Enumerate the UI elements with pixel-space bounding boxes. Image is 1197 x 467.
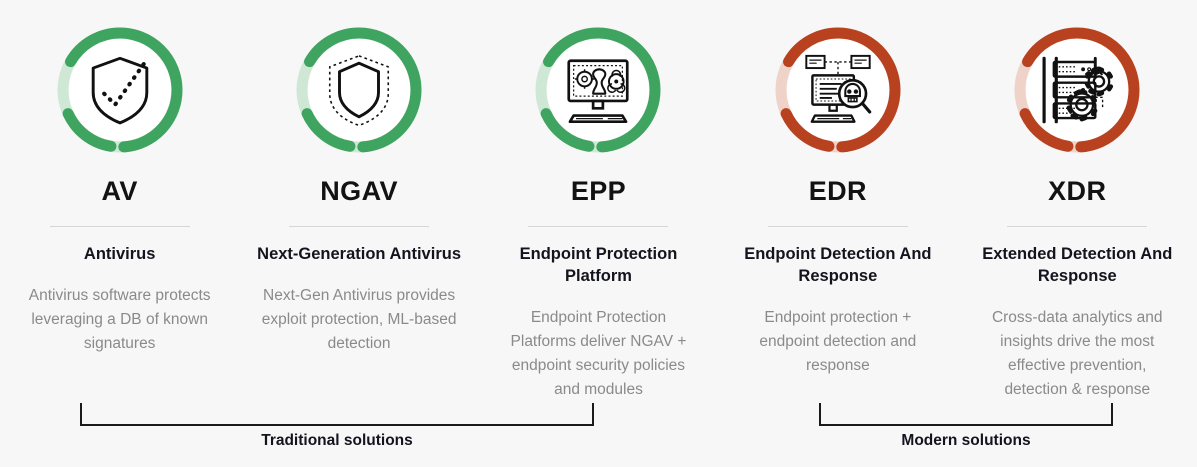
progress-ring-xdr <box>1003 16 1151 164</box>
ring-arc-main-xdr <box>1014 27 1140 153</box>
bracket-label-modern: Modern solutions <box>901 432 1031 449</box>
fullname-label-xdr: Extended Detection And Response <box>982 245 1173 285</box>
progress-ring-av <box>46 16 194 164</box>
divider-xdr <box>1007 226 1148 227</box>
description-text-av: Antivirus software protects leveraging a… <box>28 286 211 352</box>
acronym-label-epp: EPP <box>570 176 627 206</box>
acronym-label-edr: EDR <box>808 176 867 206</box>
divider-epp <box>528 226 669 227</box>
fullname-label-av: Antivirus <box>83 245 156 263</box>
progress-ring-ngav <box>285 16 433 164</box>
bracket-left-stem <box>819 403 821 425</box>
divider-av <box>49 226 190 227</box>
divider-ngav <box>289 226 430 227</box>
bracket-modern-solutions: Modern solutions <box>819 403 1113 463</box>
solution-column-epp[interactable]: EPP Endpoint Protection Platform Endpoin… <box>479 0 718 402</box>
server-rack-gears-icon <box>1003 16 1151 164</box>
ring-inner-fill-edr <box>786 39 889 141</box>
bracket-horizontal-bar <box>80 424 594 426</box>
bracket-right-stem <box>1111 403 1113 425</box>
ring-inner-fill-xdr <box>1026 39 1129 141</box>
solution-column-av[interactable]: AV Antivirus Antivirus software protects… <box>0 0 239 356</box>
desktop-threats-icon <box>524 16 672 164</box>
progress-ring-edr <box>764 16 912 164</box>
ring-arc-main-ngav <box>296 27 422 153</box>
shield-dotted-outline-icon <box>285 16 433 164</box>
fullname-label-ngav: Next-Generation Antivirus <box>257 245 461 263</box>
bracket-left-stem <box>80 403 82 425</box>
divider-edr <box>767 226 908 227</box>
solution-column-ngav[interactable]: NGAV Next-Generation Antivirus Next-Gen … <box>239 0 478 356</box>
solution-column-edr[interactable]: EDR Endpoint Detection And Response Endp… <box>718 0 957 378</box>
description-text-ngav: Next-Gen Antivirus provides exploit prot… <box>261 286 457 352</box>
solution-columns: AV Antivirus Antivirus software protects… <box>0 0 1197 402</box>
bracket-horizontal-bar <box>819 424 1113 426</box>
ring-svg-ngav <box>296 27 422 153</box>
desktop-magnifier-skull-icon <box>764 16 912 164</box>
bracket-traditional-solutions: Traditional solutions <box>80 403 594 463</box>
bracket-right-stem <box>592 403 594 425</box>
progress-ring-epp <box>524 16 672 164</box>
ring-arc-main-av <box>57 27 183 153</box>
ring-svg-edr <box>775 27 901 153</box>
acronym-label-av: AV <box>101 176 138 206</box>
solution-column-xdr[interactable]: XDR Extended Detection And Response Cros… <box>958 0 1197 402</box>
ring-svg-xdr <box>1014 27 1140 153</box>
fullname-label-epp: Endpoint Protection Platform <box>519 245 678 285</box>
ring-arc-main-epp <box>535 27 661 153</box>
bracket-label-traditional: Traditional solutions <box>261 432 413 449</box>
ring-arc-main-edr <box>775 27 901 153</box>
fullname-label-edr: Endpoint Detection And Response <box>744 245 932 285</box>
shield-check-dotted-icon <box>46 16 194 164</box>
description-text-edr: Endpoint protection + endpoint detection… <box>759 308 917 374</box>
acronym-label-xdr: XDR <box>1048 176 1107 206</box>
acronym-label-ngav: NGAV <box>320 176 398 206</box>
ring-inner-fill-ngav <box>308 39 411 141</box>
description-text-epp: Endpoint Protection Platforms deliver NG… <box>510 308 687 398</box>
description-text-xdr: Cross-data analytics and insights drive … <box>991 308 1163 398</box>
